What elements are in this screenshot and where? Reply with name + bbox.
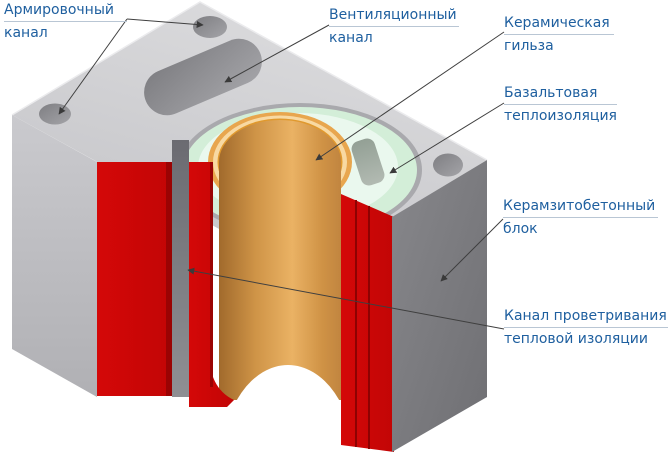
block-right-face — [392, 160, 487, 452]
label-air-line1: Канал проветривания — [504, 308, 668, 328]
ceramic-liner-interior — [219, 120, 341, 400]
liner-assembly — [178, 103, 422, 457]
label-vent-line1: Вентиляционный — [329, 7, 459, 27]
label-air-line2: тепловой изоляции — [504, 331, 649, 347]
leader-block — [440, 218, 504, 282]
red-channel-slab-right — [341, 194, 394, 452]
red-channel-slab-1 — [97, 162, 172, 396]
label-ceramic-line1: Керамическая — [504, 15, 614, 35]
label-ceramic-liner: Керамическая гильза — [504, 15, 614, 54]
ventilation-channel-hole — [144, 38, 262, 116]
label-armature-channel: Армировочный канал — [4, 2, 127, 41]
armature-channel-hole-right — [433, 153, 463, 177]
red-channel-faces — [97, 140, 234, 407]
armature-channel-hole-left — [39, 103, 71, 125]
label-insulation-air-channel: Канал проветривания тепловой изоляции — [504, 308, 668, 347]
leader-ceramic — [315, 31, 505, 161]
block-left-face — [12, 115, 97, 397]
liner-bottom-arch — [222, 365, 354, 457]
block-top-edge-highlight — [11, 1, 488, 161]
insulation-vent-groove — [351, 138, 385, 186]
label-ceramic-line2: гильза — [504, 38, 554, 54]
insulation-air-gap-strip — [172, 140, 189, 397]
red-channel-slab-1-edge — [166, 162, 172, 396]
label-armature-line2: канал — [4, 25, 48, 41]
leader-basalt — [389, 102, 505, 174]
label-block-line1: Керамзитобетонный — [503, 198, 658, 218]
leader-air — [187, 267, 505, 330]
leader-lines — [58, 18, 505, 330]
label-ventilation-channel: Вентиляционный канал — [329, 7, 459, 46]
label-vent-line2: канал — [329, 30, 373, 46]
label-basalt-line2: теплоизоляция — [504, 108, 617, 124]
leader-armature-2 — [58, 18, 128, 115]
leader-vent — [224, 24, 330, 83]
label-basalt-insulation: Базальтовая теплоизоляция — [504, 85, 617, 124]
label-block-line2: блок — [503, 221, 538, 237]
right-block-section — [341, 160, 487, 452]
label-armature-line1: Армировочный — [4, 2, 127, 22]
label-basalt-line1: Базальтовая — [504, 85, 617, 105]
armature-channel-hole-top — [193, 16, 227, 38]
label-concrete-block: Керамзитобетонный блок — [503, 198, 658, 237]
leader-armature-1 — [126, 18, 204, 28]
